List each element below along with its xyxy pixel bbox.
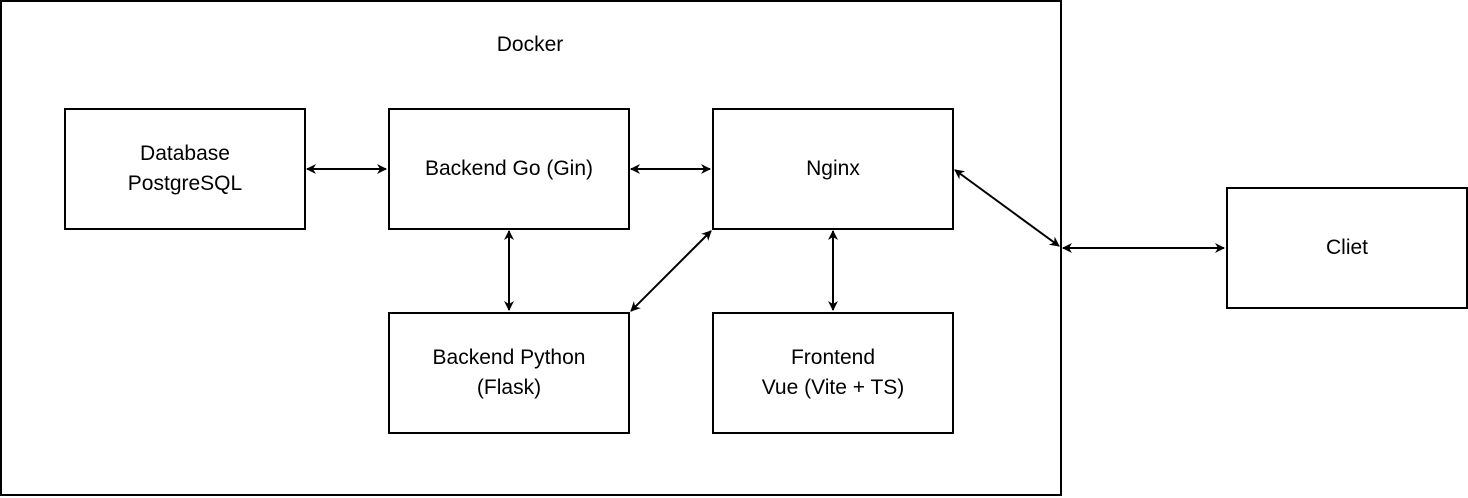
client-node-label: Cliet [1325, 236, 1368, 259]
frontend-node-line1: Frontend [790, 346, 876, 369]
client-node[interactable]: Cliet [1226, 187, 1468, 309]
frontend-node-line2: Vue (Vite + TS) [761, 376, 905, 399]
backend-go-node-label: Backend Go (Gin) [424, 157, 594, 180]
docker-container-title: Docker [496, 33, 564, 56]
database-node-line1: Database [140, 142, 230, 165]
backend-python-node-line1: Backend Python [432, 346, 586, 369]
database-node[interactable]: Database PostgreSQL [64, 108, 306, 230]
backend-python-node-line2: (Flask) [476, 376, 542, 399]
backend-python-node[interactable]: Backend Python (Flask) [388, 312, 630, 434]
nginx-node-label: Nginx [806, 157, 860, 180]
database-node-line2: PostgreSQL [127, 172, 243, 195]
frontend-node[interactable]: Frontend Vue (Vite + TS) [712, 312, 954, 434]
backend-go-node[interactable]: Backend Go (Gin) [388, 108, 630, 230]
nginx-node[interactable]: Nginx [712, 108, 954, 230]
